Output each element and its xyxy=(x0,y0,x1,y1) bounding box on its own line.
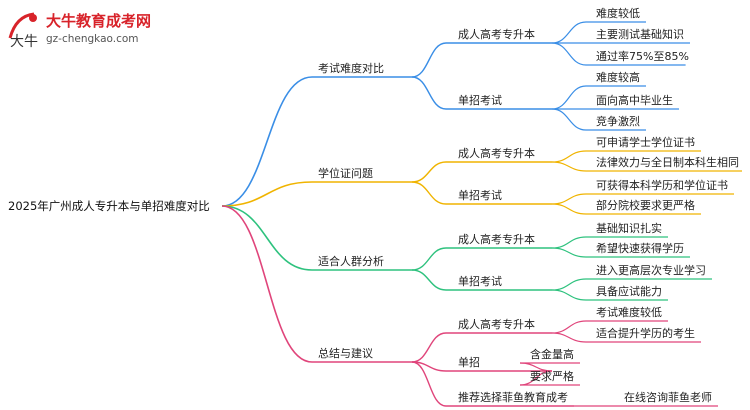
branch-connector xyxy=(221,76,313,207)
logo-mark-text: 大牛 xyxy=(10,34,38,50)
branch-connector xyxy=(221,205,313,363)
leaf-connector xyxy=(551,21,587,44)
leaf-connector xyxy=(551,247,587,258)
leaf-connector xyxy=(551,320,587,334)
sub-branch-label[interactable]: 成人高考专升本 xyxy=(458,318,535,331)
sub-branch-label[interactable]: 成人高考专升本 xyxy=(458,147,535,160)
leaf-label: 主要测试基础知识 xyxy=(596,28,684,41)
leaf-label: 面向高中毕业生 xyxy=(596,94,673,107)
leaf-label: 适合提升学历的考生 xyxy=(596,327,695,340)
leaf-label: 法律效力与全日制本科生相同 xyxy=(596,156,739,169)
leaf-label: 要求严格 xyxy=(530,370,574,383)
sub-branch-connector xyxy=(411,161,447,183)
site-logo[interactable]: 大牛 大牛教育成考网 gz-chengkao.com xyxy=(6,8,176,56)
leaf-label: 考试难度较低 xyxy=(596,306,662,319)
sub-branch-connector xyxy=(411,181,447,205)
leaf-connector xyxy=(551,108,587,131)
branch-label[interactable]: 总结与建议 xyxy=(318,347,373,360)
sub-branch-connector xyxy=(411,42,447,78)
sub-branch-label[interactable]: 成人高考专升本 xyxy=(458,233,535,246)
branch-label[interactable]: 考试难度对比 xyxy=(318,62,384,75)
leaf-connector xyxy=(551,193,587,205)
leaf-label: 难度较高 xyxy=(596,71,640,84)
leaf-label: 进入更高层次专业学习 xyxy=(596,264,706,277)
sub-branch-label[interactable]: 推荐选择菲鱼教育成考 xyxy=(458,391,568,404)
leaf-connector xyxy=(551,161,587,172)
branch-connector xyxy=(221,181,313,207)
sub-branch-label[interactable]: 单招考试 xyxy=(458,275,502,288)
leaf-label: 竞争激烈 xyxy=(596,115,640,128)
branch-label[interactable]: 学位证问题 xyxy=(318,167,373,180)
sub-branch-label[interactable]: 单招考试 xyxy=(458,94,502,107)
branch-connector xyxy=(221,205,313,271)
leaf-label: 具备应试能力 xyxy=(596,285,662,298)
leaf-connector xyxy=(551,203,587,215)
sub-branch-connector xyxy=(411,361,447,407)
sub-branch-connector xyxy=(411,332,447,363)
logo-mark-icon: 大牛 xyxy=(8,12,38,50)
leaf-label: 可申请学士学位证书 xyxy=(596,136,695,149)
sub-branch-label[interactable]: 单招 xyxy=(458,356,480,369)
leaf-connector xyxy=(551,278,587,291)
leaf-label: 可获得本科学历和学位证书 xyxy=(596,179,728,192)
leaf-label: 在线咨询菲鱼老师 xyxy=(624,391,712,404)
leaf-connector xyxy=(551,332,587,343)
sub-branch-label[interactable]: 成人高考专升本 xyxy=(458,28,535,41)
logo-brand: 大牛教育成考网 xyxy=(46,12,152,30)
sub-branch-label[interactable]: 单招考试 xyxy=(458,189,502,202)
root-node: 2025年广州成人专升本与单招难度对比 xyxy=(8,199,210,213)
leaf-label: 难度较低 xyxy=(596,7,640,20)
leaf-label: 部分院校要求更严格 xyxy=(596,199,695,212)
branch-label[interactable]: 适合人群分析 xyxy=(318,255,384,268)
leaf-label: 希望快速获得学历 xyxy=(596,242,684,255)
leaf-connector xyxy=(551,236,587,249)
leaf-connector xyxy=(551,42,587,66)
leaf-connector xyxy=(551,85,587,110)
leaf-label: 通过率75%至85% xyxy=(596,50,689,63)
sub-branch-connector xyxy=(411,269,447,291)
leaf-connector xyxy=(551,150,587,163)
leaf-label: 基础知识扎实 xyxy=(596,222,662,235)
leaf-label: 含金量高 xyxy=(530,348,574,361)
logo-url: gz-chengkao.com xyxy=(46,33,139,45)
sub-branch-connector xyxy=(411,76,447,110)
leaf-connector xyxy=(551,289,587,301)
sub-branch-connector xyxy=(411,247,447,271)
